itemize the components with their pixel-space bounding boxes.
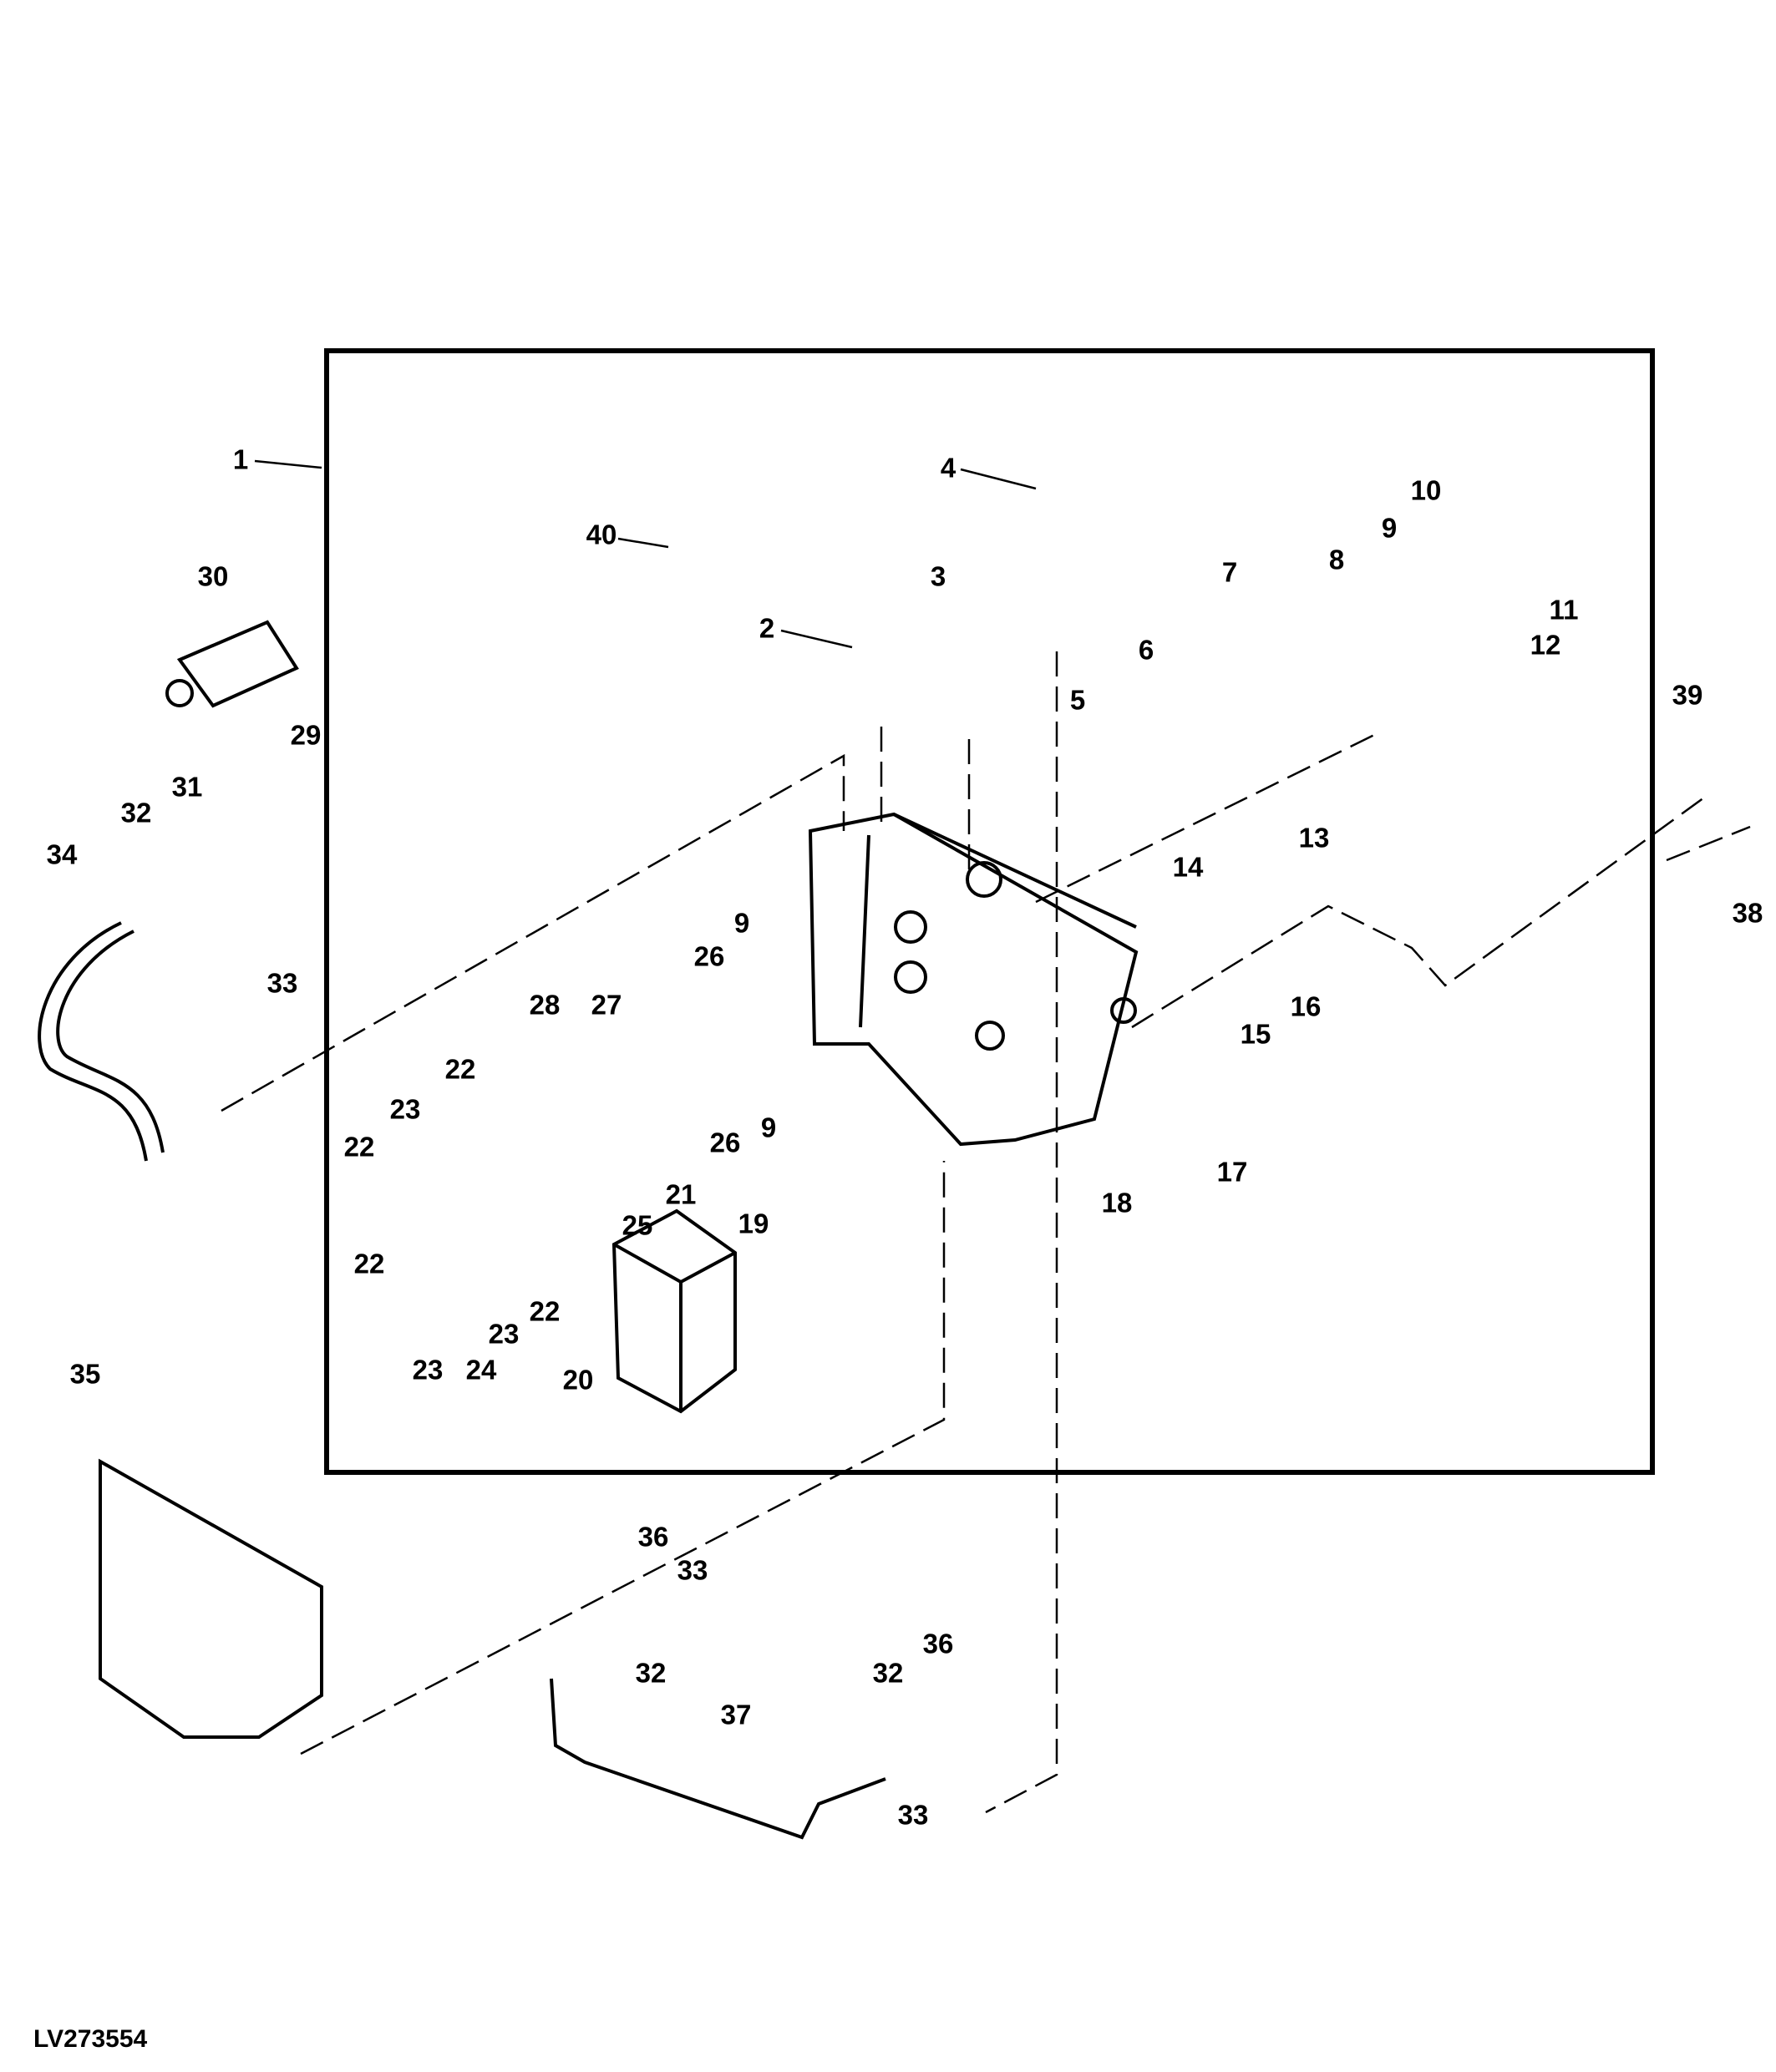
pipe-assembly [550, 1678, 886, 1840]
gasket [99, 1458, 323, 1739]
callout-7: 7 [1221, 556, 1238, 588]
callout-4: 4 [940, 452, 957, 484]
callout-9c: 9 [760, 1112, 777, 1143]
callout-19: 19 [738, 1208, 769, 1239]
figure-id: LV273554 [33, 2025, 148, 2053]
callout-27: 27 [591, 989, 622, 1021]
callout-26b: 26 [709, 1127, 741, 1158]
callout-35: 35 [69, 1358, 101, 1390]
callout-6: 6 [1138, 634, 1154, 666]
dashed-guide-lines [221, 651, 1751, 1814]
callout-32a: 32 [120, 797, 152, 828]
callout-8: 8 [1328, 544, 1345, 575]
callout-33b: 33 [677, 1554, 708, 1586]
callout-23c: 23 [412, 1354, 444, 1386]
callout-33a: 33 [266, 967, 298, 999]
callout-14: 14 [1172, 851, 1204, 883]
callout-36a: 36 [637, 1521, 669, 1553]
callout-23a: 23 [389, 1093, 421, 1125]
callout-9b: 9 [733, 907, 750, 939]
solenoid-valve [165, 620, 299, 708]
callout-12: 12 [1530, 629, 1561, 661]
callout-5: 5 [1069, 684, 1086, 716]
callout-32b: 32 [635, 1657, 667, 1689]
hose [38, 921, 165, 1162]
callout-3: 3 [930, 560, 946, 592]
callout-22b: 22 [343, 1131, 375, 1163]
callout-33c: 33 [897, 1799, 929, 1831]
callout-22a: 22 [444, 1053, 476, 1085]
callout-24: 24 [465, 1354, 497, 1386]
callout-23b: 23 [488, 1318, 520, 1350]
callout-40: 40 [586, 519, 617, 550]
callout-11: 11 [1549, 594, 1579, 626]
valve-housing [808, 812, 1139, 1147]
callout-34: 34 [46, 838, 78, 870]
callout-29: 29 [290, 719, 322, 751]
callout-21: 21 [665, 1178, 697, 1210]
callout-18: 18 [1101, 1187, 1133, 1218]
assembly-frame [324, 348, 1655, 1475]
callout-32c: 32 [872, 1657, 904, 1689]
callout-39: 39 [1672, 679, 1703, 711]
callout-1: 1 [232, 443, 249, 475]
callout-30: 30 [197, 560, 229, 592]
callout-22c: 22 [353, 1248, 385, 1279]
leader-lines [254, 459, 1037, 649]
callout-20: 20 [562, 1364, 594, 1396]
callout-10: 10 [1410, 474, 1442, 506]
callout-25: 25 [622, 1209, 653, 1241]
callout-28: 28 [529, 989, 561, 1021]
callout-37: 37 [720, 1699, 752, 1730]
callout-38: 38 [1732, 897, 1763, 929]
callout-17: 17 [1216, 1156, 1248, 1188]
callout-9: 9 [1381, 512, 1398, 544]
control-block [611, 1208, 737, 1414]
callout-2: 2 [759, 612, 775, 644]
callout-22d: 22 [529, 1295, 561, 1327]
callout-15: 15 [1240, 1018, 1271, 1050]
callout-36b: 36 [922, 1628, 954, 1659]
callout-13: 13 [1298, 822, 1330, 854]
callout-31: 31 [171, 771, 203, 803]
callout-26a: 26 [693, 940, 725, 972]
callout-16: 16 [1290, 990, 1322, 1022]
